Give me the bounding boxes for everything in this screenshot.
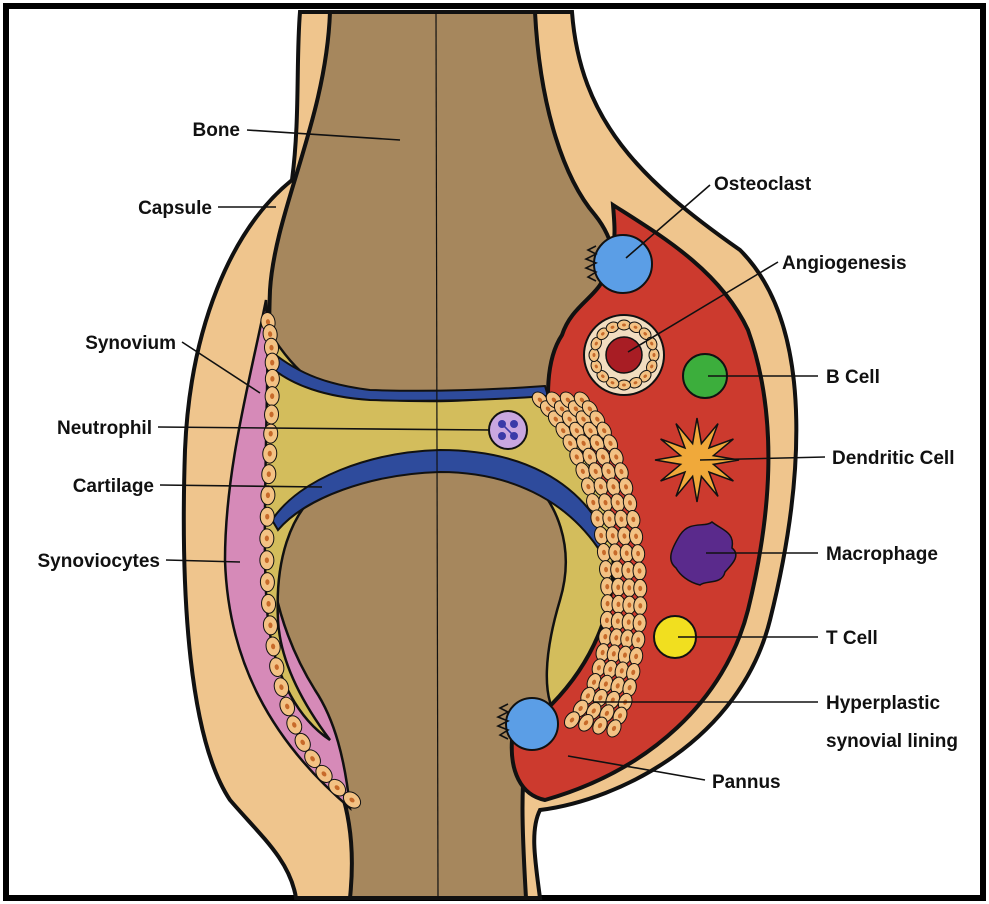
synoviocyte (618, 380, 631, 390)
label-synovium: Synovium (85, 333, 176, 354)
synoviocyte (634, 579, 647, 597)
synoviocyte (261, 485, 276, 504)
synoviocyte (260, 572, 275, 592)
angiogenesis-vessel (584, 315, 664, 395)
synoviocyte (649, 349, 659, 362)
label-bone: Bone (193, 120, 241, 141)
label-pannus: Pannus (712, 772, 781, 793)
label-hyperplastic-line2: synovial lining (826, 731, 958, 752)
label-hyperplastic-line1: Hyperplastic (826, 693, 940, 714)
label-neutrophil: Neutrophil (57, 418, 152, 439)
synoviocyte (618, 320, 631, 330)
label-cartilage: Cartilage (73, 476, 154, 497)
synoviocyte (261, 464, 276, 484)
label-angiogenesis: Angiogenesis (782, 253, 907, 274)
synoviocyte (265, 386, 279, 405)
synoviocyte (260, 507, 274, 526)
synoviocyte (265, 369, 279, 388)
synoviocyte (260, 529, 274, 548)
label-macrophage: Macrophage (826, 544, 938, 565)
label-synoviocytes: Synoviocytes (38, 551, 161, 572)
synoviocyte (589, 349, 599, 362)
synoviocyte (634, 597, 647, 615)
label-capsule: Capsule (138, 198, 212, 219)
neutrophil-cell (489, 411, 527, 449)
label-dendritic-cell: Dendritic Cell (832, 448, 954, 469)
label-osteoclast: Osteoclast (714, 174, 812, 195)
synoviocyte (263, 424, 278, 444)
label-t-cell: T Cell (826, 628, 878, 649)
synoviocyte (264, 405, 279, 425)
synoviocyte (262, 444, 277, 464)
synoviocyte (260, 551, 274, 570)
label-b-cell: B Cell (826, 367, 880, 388)
